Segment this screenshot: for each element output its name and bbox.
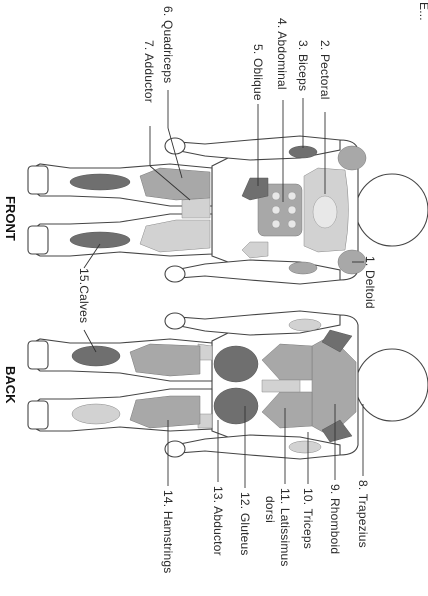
front-head: [356, 174, 428, 246]
front-quadriceps-top: [140, 168, 210, 200]
label-calves: 15.Calves: [77, 268, 91, 323]
front-calf-top: [70, 174, 130, 190]
front-ab-3: [288, 220, 296, 228]
label-hamstrings: 14. Hamstrings: [161, 490, 175, 574]
front-foot-bottom: [28, 226, 48, 254]
front-ab-5: [272, 206, 280, 214]
back-figure: [28, 311, 428, 459]
front-ab-6: [272, 220, 280, 228]
label-quadriceps: 6. Quadriceps: [161, 6, 175, 83]
label-trapezius: 8. Trapezius: [356, 480, 370, 548]
muscle-labels: 2. Pectoral 3. Biceps 4. Abdominal 5. Ob…: [77, 6, 377, 574]
back-triceps-bottom: [289, 441, 321, 453]
front-bicep-bottom: [289, 262, 317, 274]
label-pectoral: 2. Pectoral: [318, 40, 332, 100]
label-latissimus: 11. Latissimus: [278, 488, 292, 567]
back-calf-top: [72, 346, 120, 366]
back-gluteus-top: [214, 346, 258, 382]
back-triceps-top: [289, 319, 321, 331]
corner-text: E...: [417, 2, 428, 21]
back-spine-area: [262, 380, 300, 392]
back-hand-top: [165, 313, 185, 329]
back-hamstring-bottom: [130, 396, 200, 428]
label-oblique: 5. Oblique: [251, 44, 265, 101]
label-deltoid: 1. Deltoid: [363, 256, 377, 309]
front-abs-center: [313, 196, 337, 228]
label-rhomboid: 9. Rhomboid: [328, 484, 342, 554]
front-adductor: [182, 198, 210, 218]
front-ab-2: [288, 206, 296, 214]
back-foot-bottom: [28, 401, 48, 429]
label-abdominal: 4. Abdominal: [275, 18, 289, 90]
heading-back: BACK: [3, 366, 18, 404]
front-deltoid-2: [338, 146, 366, 170]
label-latissimus-2: dorsi: [263, 496, 277, 523]
front-hand-bottom: [165, 266, 185, 282]
label-adductor: 7. Adductor: [142, 40, 156, 103]
label-triceps: 10. Triceps: [301, 488, 315, 549]
label-abductor: 13. Abductor: [211, 486, 225, 556]
back-hamstring-top: [130, 344, 200, 376]
front-foot-top: [28, 166, 48, 194]
label-gluteus: 12. Gluteus: [238, 492, 252, 556]
back-calf-bottom: [72, 404, 120, 424]
heading-front: FRONT: [3, 196, 18, 241]
back-gluteus-bottom: [214, 388, 258, 424]
back-foot-top: [28, 341, 48, 369]
back-head: [356, 349, 428, 421]
label-biceps: 3. Biceps: [296, 40, 310, 91]
front-calf-bottom: [70, 232, 130, 248]
front-ab-4: [272, 192, 280, 200]
front-ab-1: [288, 192, 296, 200]
